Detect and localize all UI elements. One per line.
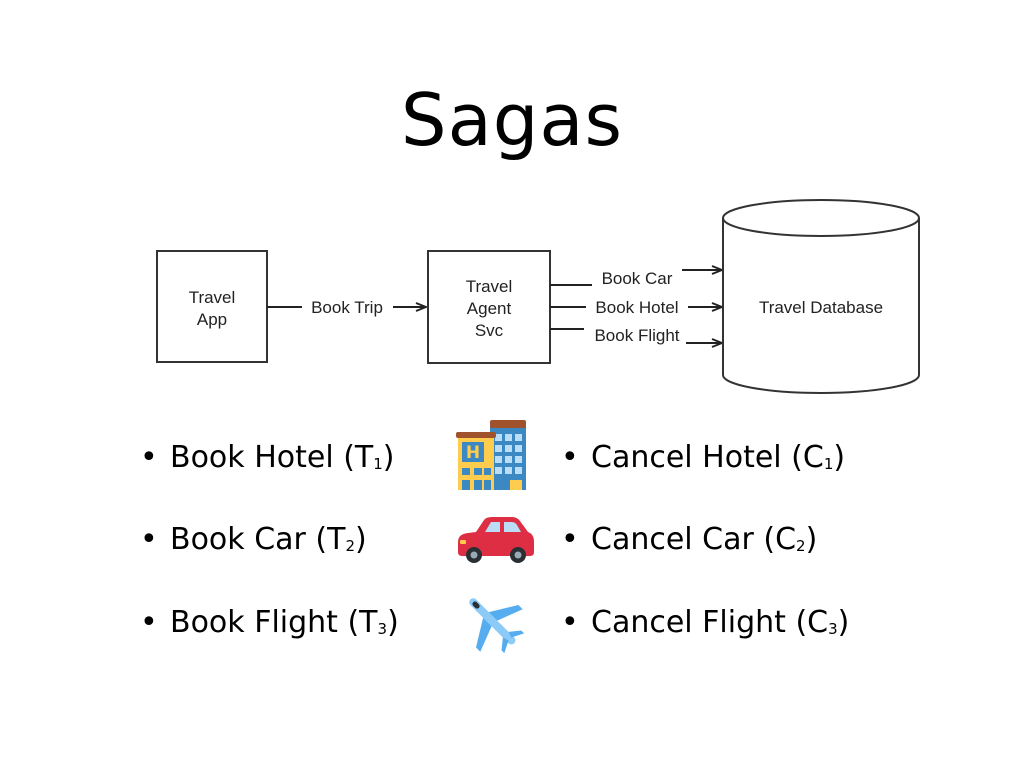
svg-text:H: H xyxy=(466,443,480,463)
list-item-cancel-flight: •Cancel Flight (C3) xyxy=(561,605,850,640)
travel-app-label-line2: App xyxy=(197,310,227,329)
book-flight-label: Book Flight xyxy=(594,326,679,345)
travel-database-label: Travel Database xyxy=(759,298,883,317)
list-item-book-flight: •Book Flight (T3) xyxy=(140,605,399,640)
travel-app-label-line1: Travel xyxy=(189,288,236,307)
agent-svc-label-line2: Agent xyxy=(467,299,512,318)
list-item-book-hotel: •Book Hotel (T1) xyxy=(140,440,395,475)
list-item-cancel-hotel: •Cancel Hotel (C1) xyxy=(561,440,846,475)
hotel-icon: H xyxy=(456,420,526,490)
book-trip-label: Book Trip xyxy=(311,298,383,317)
car-icon xyxy=(458,517,534,563)
travel-app-box xyxy=(156,250,268,363)
list-item-cancel-car: •Cancel Car (C2) xyxy=(561,522,818,557)
travel-agent-svc-box xyxy=(427,250,551,364)
travel-database-cylinder xyxy=(722,199,920,394)
agent-svc-label-line1: Travel xyxy=(466,277,513,296)
airplane-icon xyxy=(469,598,525,654)
slide-title: Sagas xyxy=(400,78,624,162)
book-hotel-label: Book Hotel xyxy=(595,298,678,317)
list-item-book-car: •Book Car (T2) xyxy=(140,522,367,557)
book-car-label: Book Car xyxy=(602,269,673,288)
agent-svc-label-line3: Svc xyxy=(475,321,504,340)
